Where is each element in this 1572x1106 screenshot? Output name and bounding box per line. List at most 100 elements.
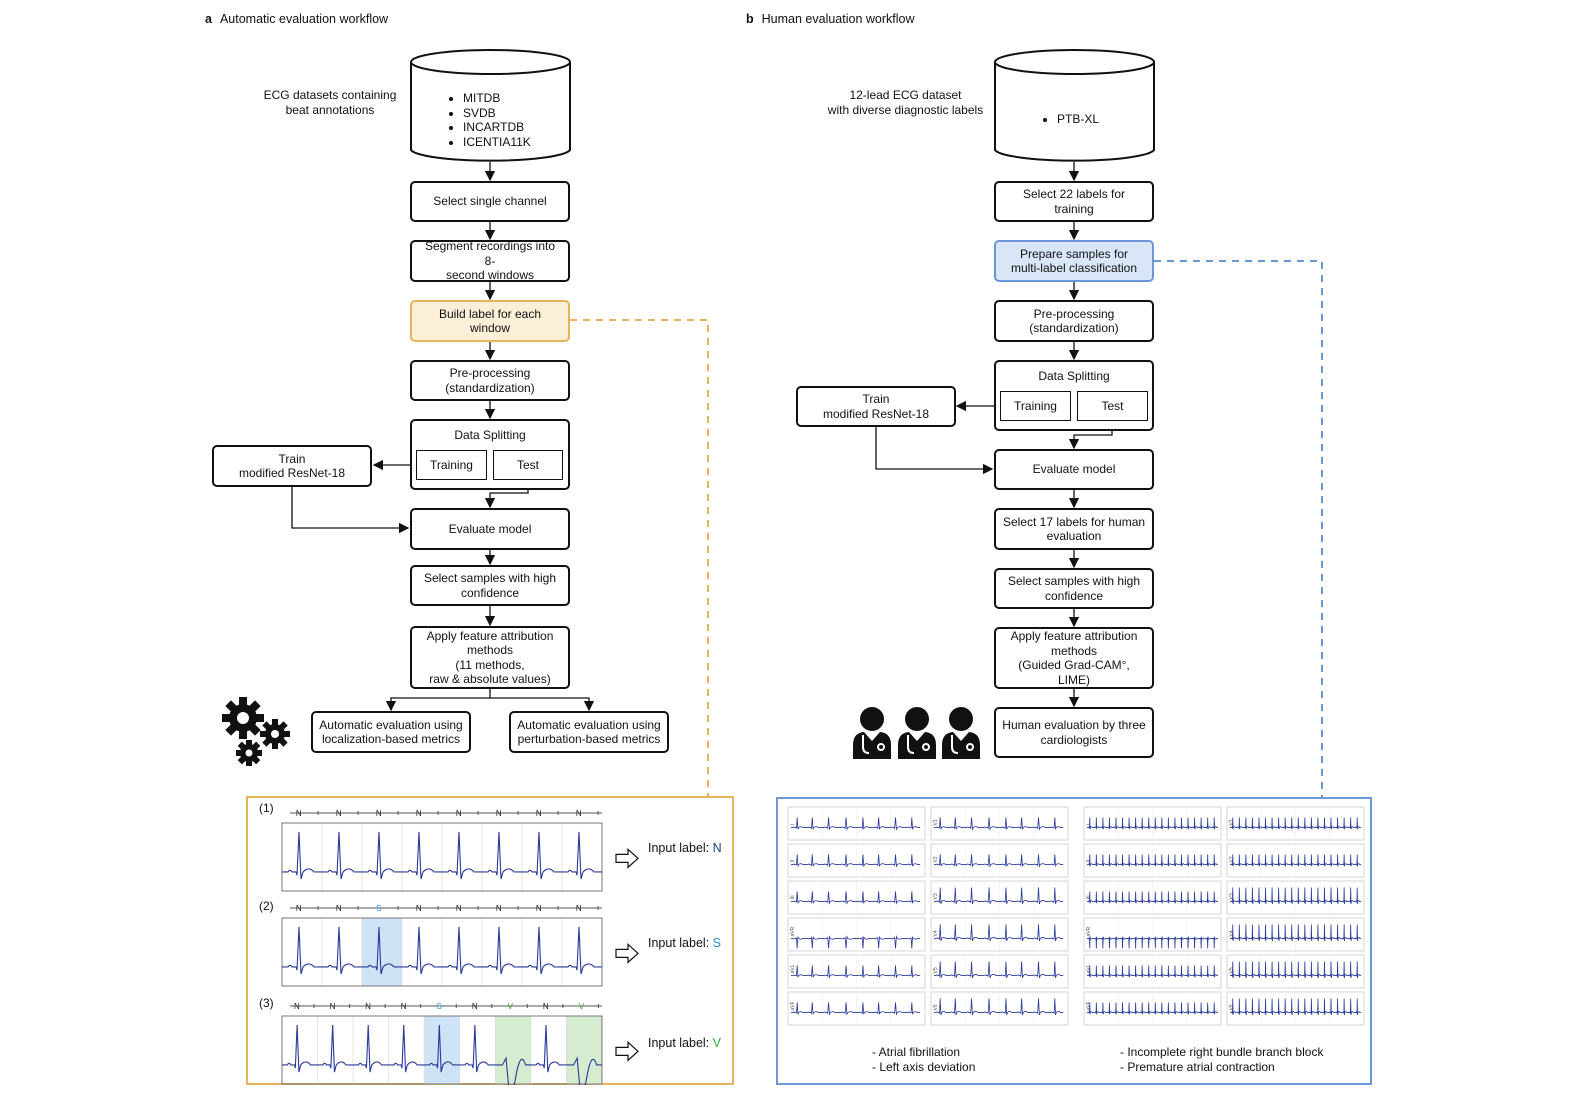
lead-label: V6 bbox=[933, 1004, 939, 1010]
dataset-caption-a: ECG datasets containing beat annotations bbox=[263, 88, 397, 117]
doctor-icon bbox=[853, 707, 891, 759]
legend-item: - Atrial fibrillation bbox=[872, 1045, 961, 1059]
legend-right: - Incomplete right bundle branch block -… bbox=[1120, 1045, 1323, 1075]
ecg-12-lead-inset bbox=[776, 797, 1372, 1085]
ecg-trace bbox=[934, 924, 1064, 942]
panel-b-title-text: Human evaluation workflow bbox=[761, 12, 915, 26]
input-label-2: Input label: S bbox=[648, 936, 721, 950]
ecg-trace bbox=[1230, 854, 1361, 867]
lead-label: V5 bbox=[933, 967, 939, 973]
lead-label: V2 bbox=[1229, 856, 1235, 862]
step-select-samples-b: Select samples with high confidence bbox=[994, 568, 1154, 609]
ecg-trace bbox=[1087, 965, 1218, 978]
example-index: (1) bbox=[259, 801, 274, 815]
ecg-trace bbox=[1230, 924, 1361, 942]
step-select-17-labels: Select 17 labels for human evaluation bbox=[994, 508, 1154, 550]
ecg-trace bbox=[934, 961, 1064, 979]
ecg-trace bbox=[791, 1002, 921, 1016]
lead-label: III bbox=[790, 895, 796, 899]
beat-annotation: N bbox=[456, 904, 462, 913]
step-train-model-a: Train modified ResNet-18 bbox=[212, 445, 372, 487]
ecg-trace bbox=[1087, 1002, 1218, 1015]
legend-item: - Left axis deviation bbox=[872, 1060, 976, 1074]
lead-label: aVR bbox=[790, 926, 796, 936]
dataset-item: ICENTIA11K bbox=[463, 135, 531, 150]
input-label-prefix: Input label: bbox=[648, 936, 713, 950]
legend-item: - Incomplete right bundle branch block bbox=[1120, 1045, 1324, 1059]
ecg-trace bbox=[934, 817, 1064, 831]
beat-annotation: N bbox=[472, 1002, 478, 1011]
ecg-trace bbox=[934, 998, 1064, 1016]
beat-highlight bbox=[566, 1016, 602, 1084]
panel-a-title: a Automatic evaluation workflow bbox=[205, 12, 388, 26]
lead-label: III bbox=[1086, 895, 1092, 899]
example-index: (3) bbox=[259, 996, 274, 1010]
ecg-trace bbox=[791, 854, 921, 868]
lead-label: V4 bbox=[933, 930, 939, 936]
beat-annotation: N bbox=[330, 1002, 336, 1011]
dataset-list-a: MITDB SVDB INCARTDB ICENTIA11K bbox=[447, 91, 531, 149]
step-evaluate-a: Evaluate model bbox=[410, 508, 570, 550]
lead-label: aVL bbox=[1086, 964, 1092, 973]
step-select-22-labels: Select 22 labels for training bbox=[994, 181, 1154, 222]
step-evaluate-b: Evaluate model bbox=[994, 449, 1154, 490]
step-apply-attribution-b: Apply feature attribution methods (Guide… bbox=[994, 627, 1154, 689]
ecg-trace bbox=[1230, 998, 1361, 1016]
lead-label: V3 bbox=[1229, 893, 1235, 899]
beat-annotation: N bbox=[296, 809, 302, 818]
beat-annotation: N bbox=[536, 809, 542, 818]
step-prepare-samples: Prepare samples for multi-label classifi… bbox=[994, 240, 1154, 282]
input-label-3: Input label: V bbox=[648, 1036, 721, 1050]
beat-annotation: N bbox=[416, 904, 422, 913]
input-label-value: V bbox=[712, 1036, 721, 1050]
ecg-strip-frame bbox=[281, 917, 603, 987]
lead-label: I bbox=[790, 824, 796, 825]
ecg-trace bbox=[1230, 817, 1361, 830]
step-select-samples-a: Select samples with high confidence bbox=[410, 565, 570, 606]
ecg-trace bbox=[791, 965, 921, 979]
dataset-caption-b: 12-lead ECG dataset with diverse diagnos… bbox=[827, 88, 984, 117]
hollow-arrow-icon bbox=[615, 943, 639, 964]
input-label-prefix: Input label: bbox=[648, 1036, 713, 1050]
test-box-b: Test bbox=[1077, 391, 1148, 421]
lead-label: aVL bbox=[790, 964, 796, 973]
lead-label: V6 bbox=[1229, 1004, 1235, 1010]
lead-label: II bbox=[1086, 860, 1092, 863]
panel-a-title-text: Automatic evaluation workflow bbox=[219, 12, 389, 26]
ecg-12-lead-plots: IIIIIIaVRaVLaVFV1V2V3V4V5V6IIIIIIaVRaVLa… bbox=[787, 806, 1365, 1026]
ecg-trace bbox=[934, 887, 1064, 905]
beat-annotation: N bbox=[401, 1002, 407, 1011]
beat-annotation: N bbox=[496, 809, 502, 818]
step-human-evaluation: Human evaluation by three cardiologists bbox=[994, 707, 1154, 758]
step-auto-perturbation: Automatic evaluation using perturbation-… bbox=[509, 711, 669, 753]
ecg-strip-frame bbox=[281, 1015, 603, 1085]
beat-annotation: S bbox=[376, 904, 381, 913]
ecg-trace bbox=[1087, 817, 1218, 830]
ecg-trace bbox=[1230, 887, 1361, 905]
beat-annotation: N bbox=[576, 809, 582, 818]
beat-annotation: S bbox=[436, 1002, 441, 1011]
database-cylinder-b bbox=[994, 49, 1155, 162]
ecg-trace bbox=[791, 817, 921, 831]
input-label-1: Input label: N bbox=[648, 841, 722, 855]
step-train-model-b: Train modified ResNet-18 bbox=[796, 386, 956, 427]
hollow-arrow-icon bbox=[615, 848, 639, 869]
input-label-value: N bbox=[712, 841, 722, 855]
dataset-item: INCARTDB bbox=[463, 120, 531, 135]
doctor-icon-group bbox=[853, 707, 980, 759]
dataset-item: PTB-XL bbox=[1057, 112, 1099, 127]
beat-highlight bbox=[495, 1016, 531, 1084]
ecg-trace bbox=[791, 891, 921, 905]
legend-item: - Premature atrial contraction bbox=[1120, 1060, 1275, 1074]
ecg-trace bbox=[282, 926, 602, 975]
beat-annotation: V bbox=[579, 1002, 585, 1011]
legend-left: - Atrial fibrillation - Left axis deviat… bbox=[872, 1045, 975, 1075]
panel-a-letter: a bbox=[205, 12, 212, 26]
step-auto-localization: Automatic evaluation using localization-… bbox=[311, 711, 471, 753]
beat-annotation: N bbox=[336, 904, 342, 913]
test-box-a: Test bbox=[493, 450, 563, 480]
example-index: (2) bbox=[259, 899, 274, 913]
input-label-value: S bbox=[712, 936, 721, 950]
